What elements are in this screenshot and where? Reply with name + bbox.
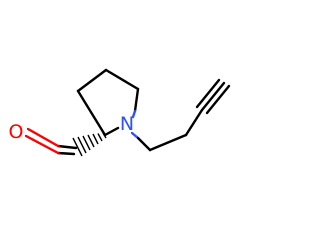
bond-n-c5-colored <box>131 109 137 119</box>
bond-c4-c5 <box>104 68 140 91</box>
wedge-hash <box>92 133 99 145</box>
bond-n-ch2-colored <box>130 131 140 140</box>
bond-co-double-1 <box>26 127 60 148</box>
wedge-hash <box>77 136 87 154</box>
bond-n-c2 <box>103 126 120 137</box>
bond-ch2-csp <box>184 108 204 137</box>
wedge-hash <box>82 135 91 151</box>
hashed-wedge-bond <box>72 132 107 157</box>
bond-n-ch2 <box>136 136 152 152</box>
bond-c2-c3 <box>76 89 107 137</box>
wedge-hash <box>72 137 83 157</box>
triple-bond-line-3 <box>195 78 221 109</box>
bond-c3-c4 <box>76 68 108 93</box>
bond-cho-carbon <box>56 144 78 150</box>
nitrogen-atom-label: N <box>120 113 134 135</box>
chemical-structure: N O <box>9 68 231 157</box>
wedge-hash <box>97 133 103 142</box>
triple-bond-line-2 <box>205 84 231 115</box>
triple-bond-line-1 <box>200 81 226 112</box>
bond-ch2-ch2 <box>148 133 188 152</box>
oxygen-atom-label: O <box>9 121 24 143</box>
bond-cho-carbon-2 <box>56 151 76 156</box>
wedge-hash <box>102 132 107 139</box>
bond-co-double-2 <box>24 134 60 155</box>
bond-c5-n <box>133 87 140 113</box>
wedge-hash <box>87 134 95 148</box>
